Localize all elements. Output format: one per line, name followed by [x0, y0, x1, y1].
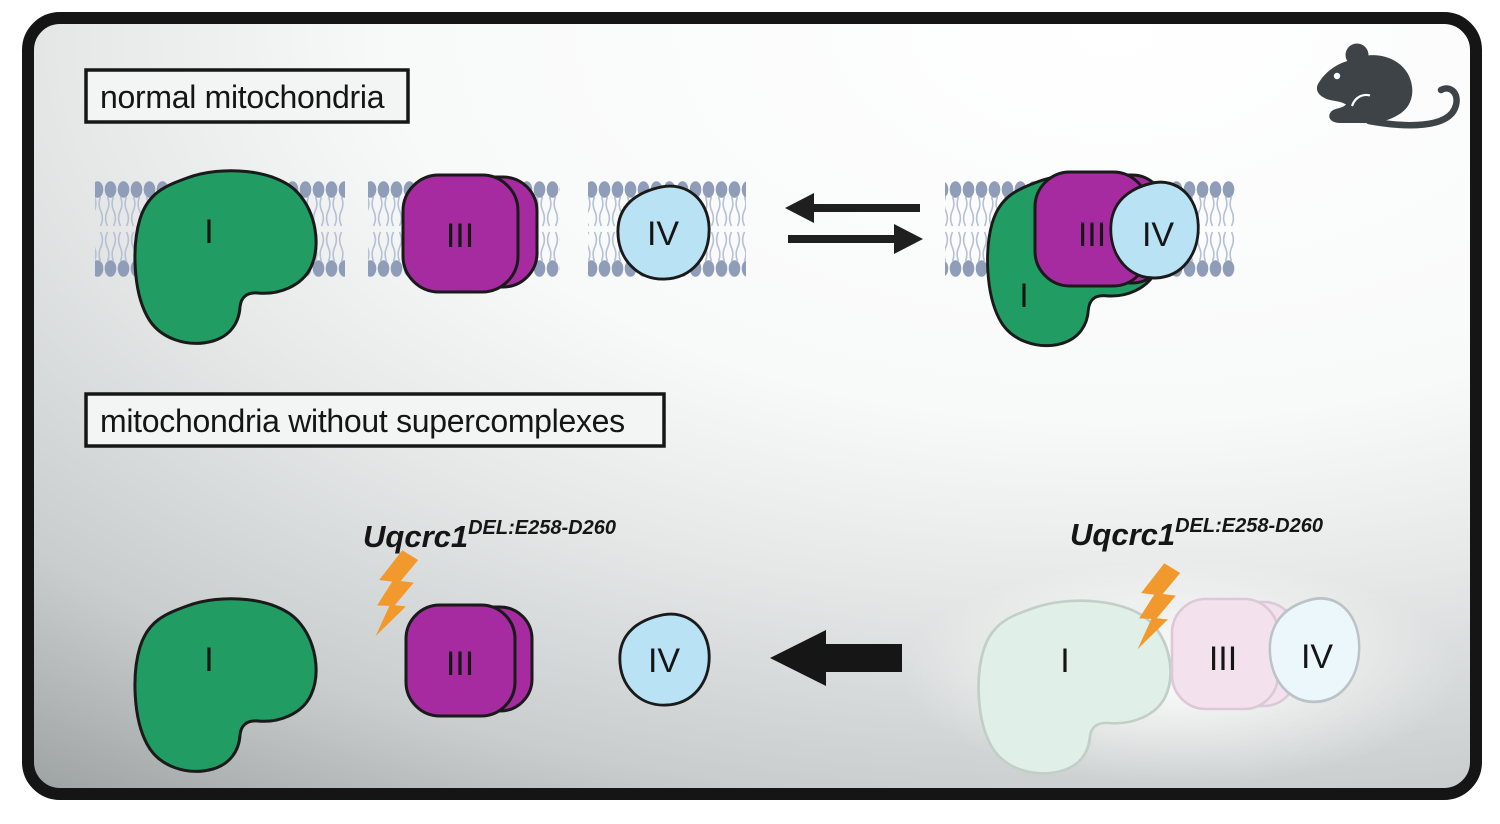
- complex-i-label: I: [204, 641, 213, 679]
- supercomplex-iii-label: III: [1209, 640, 1237, 678]
- label-box-border: [84, 68, 410, 124]
- complex-iii-free-mutant: III: [404, 603, 534, 718]
- mutation-label-right: Uqcrc1DEL:E258-D260: [1070, 515, 1323, 552]
- equilibrium-arrow-right-icon: [788, 224, 923, 254]
- supercomplex-iv-label: IV: [1301, 638, 1333, 676]
- supercomplex-i-label: I: [1060, 642, 1069, 680]
- supercomplex-iv-label: IV: [1142, 216, 1174, 254]
- equilibrium-arrows: [785, 193, 923, 254]
- complex-iv-free: IV: [616, 184, 711, 281]
- supercomplex-i-label: I: [1019, 277, 1028, 315]
- mutation-label-left: Uqcrc1DEL:E258-D260: [363, 517, 616, 554]
- mutation-gene: Uqcrc1: [1070, 517, 1175, 552]
- complex-iii-label: III: [446, 217, 474, 255]
- supercomplex: I III IV: [986, 170, 1200, 348]
- mutation-gene: Uqcrc1: [363, 519, 468, 554]
- complex-i-label: I: [204, 213, 213, 251]
- complex-iii-label: III: [446, 645, 474, 683]
- complex-iv-label: IV: [648, 642, 680, 680]
- complex-iii-free: III: [401, 173, 539, 294]
- mutation-allele: DEL:E258-D260: [1175, 515, 1323, 537]
- complex-i-free: I: [133, 169, 318, 345]
- complex-iv-free-mutant: IV: [618, 612, 711, 707]
- supercomplex-fading: I III IV: [977, 596, 1361, 775]
- equilibrium-arrow-left-icon: [785, 193, 920, 223]
- mutation-allele: DEL:E258-D260: [468, 517, 616, 539]
- complex-iv-label: IV: [647, 215, 679, 253]
- complex-i-free-mutant: I: [133, 597, 318, 773]
- supercomplex-iii-label: III: [1078, 216, 1106, 254]
- panel-normal: normal mitochondria I III IV: [84, 43, 1460, 348]
- panel-label-mutant: mitochondria without supercomplexes: [100, 403, 625, 439]
- panel-label-normal: normal mitochondria: [100, 79, 385, 115]
- panel-mutant: mitochondria without supercomplexes I II…: [84, 392, 1390, 775]
- panel-label-normal-box: normal mitochondria: [84, 68, 410, 124]
- panel-label-mutant-box: mitochondria without supercomplexes: [84, 392, 666, 448]
- mouse-icon: [1316, 43, 1460, 129]
- label-box-border: [84, 392, 666, 448]
- left-block-arrow: [770, 630, 902, 686]
